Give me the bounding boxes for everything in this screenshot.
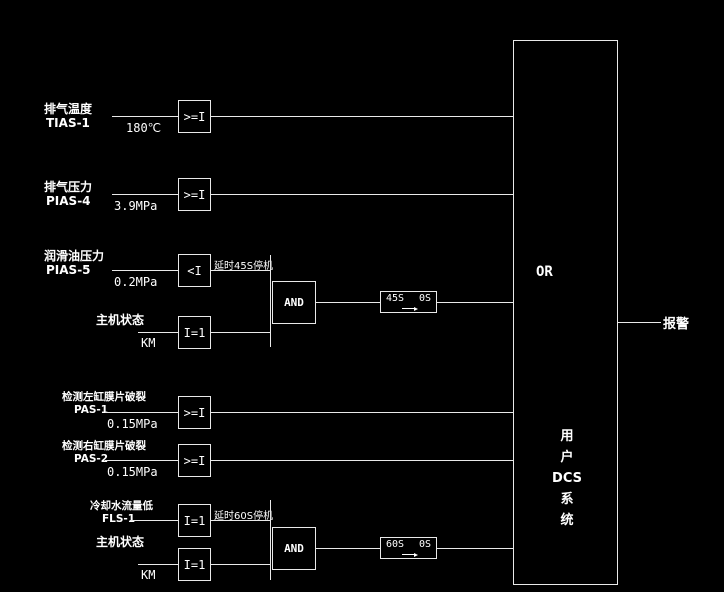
- exhaust-temp-tag: TIAS-1: [46, 116, 90, 130]
- alarm-output-label: 报警: [663, 317, 690, 332]
- engine-state-2-gate: I=1: [178, 548, 211, 581]
- dcs-label-line-2: 户: [560, 450, 574, 465]
- wire-and2-to-timer2: [316, 548, 380, 549]
- cooling-water-name: 冷却水流量低: [90, 500, 153, 512]
- lube-oil-press-label: 润滑油压力 PIAS-5: [44, 249, 104, 277]
- lube-oil-press-tag: PIAS-5: [46, 263, 91, 277]
- wire-engine-state-1-in: [138, 332, 178, 333]
- lube-oil-press-name: 润滑油压力: [44, 249, 105, 263]
- and2-input-bus: [270, 500, 271, 580]
- right-diaphragm-value: 0.15MPa: [107, 465, 158, 479]
- wire-engine-state-2-to-and2: [210, 564, 270, 565]
- delay-note-60s: 延时60S停机: [214, 511, 274, 522]
- wire-right-diaphragm-to-or: [210, 460, 513, 461]
- or-dcs-box: [513, 40, 618, 585]
- exhaust-press-value: 3.9MPa: [114, 199, 158, 213]
- delay-note-45s: 延时45S停机: [214, 261, 274, 272]
- and1-input-bus: [270, 255, 271, 347]
- timer2-block: 60S 0S: [380, 537, 437, 559]
- cooling-water-label: 冷却水流量低 FLS-1: [90, 500, 153, 526]
- engine-state-1-gate: I=1: [178, 316, 211, 349]
- timer1-pulse-icon: [401, 304, 418, 311]
- left-diaphragm-label: 检测左缸膜片破裂 PAS-1: [62, 391, 146, 417]
- exhaust-temp-label: 排气温度 TIAS-1: [44, 102, 92, 130]
- dcs-label-line-1: 用: [560, 429, 574, 444]
- timer2-pulse-icon: [401, 550, 418, 557]
- and1-gate: AND: [272, 281, 316, 324]
- timer1-off-delay: 0S: [418, 293, 431, 304]
- right-diaphragm-gate: >=I: [178, 444, 211, 477]
- wire-left-diaphragm-to-or: [210, 412, 513, 413]
- dcs-label-line-4: 系: [560, 492, 574, 507]
- wire-engine-state-1-to-and1: [210, 332, 270, 333]
- timer1-block: 45S 0S: [380, 291, 437, 313]
- wire-timer1-to-or: [437, 302, 513, 303]
- timer2-on-delay: 60S: [386, 539, 405, 550]
- wire-exhaust-temp-in: [112, 116, 178, 117]
- wire-exhaust-temp-to-or: [210, 116, 513, 117]
- dcs-label-line-3: DCS: [552, 471, 582, 486]
- right-diaphragm-tag: PAS-2: [74, 453, 109, 465]
- cooling-water-tag: FLS-1: [102, 513, 136, 525]
- lube-oil-press-gate: <I: [178, 254, 211, 287]
- right-diaphragm-label: 检测右缸膜片破裂 PAS-2: [62, 440, 146, 466]
- engine-state-1-label: 主机状态: [96, 313, 145, 327]
- timer1-on-delay: 45S: [386, 293, 405, 304]
- wire-and1-to-timer1: [316, 302, 380, 303]
- exhaust-temp-value: 180℃: [126, 121, 162, 135]
- wire-exhaust-press-to-or: [210, 194, 513, 195]
- wire-right-diaphragm-in: [105, 460, 178, 461]
- wire-or-to-alarm: [618, 322, 661, 323]
- wire-left-diaphragm-in: [105, 412, 178, 413]
- wire-cooling-water-in: [130, 520, 178, 521]
- user-dcs-system-label: 用 户 DCS 系 统: [545, 426, 589, 531]
- left-diaphragm-name: 检测左缸膜片破裂: [62, 391, 146, 403]
- right-diaphragm-name: 检测右缸膜片破裂: [62, 440, 146, 452]
- engine-state-2-label: 主机状态: [96, 535, 145, 549]
- wire-timer2-to-or: [437, 548, 513, 549]
- wire-cooling-water-to-and2: [210, 520, 270, 521]
- lube-oil-press-value: 0.2MPa: [114, 275, 158, 289]
- wire-exhaust-press-in: [112, 194, 178, 195]
- timer2-off-delay: 0S: [418, 539, 431, 550]
- exhaust-temp-gate: >=I: [178, 100, 211, 133]
- engine-state-1-value: KM: [141, 336, 156, 350]
- engine-state-2-value: KM: [141, 568, 156, 582]
- and2-gate: AND: [272, 527, 316, 570]
- exhaust-press-name: 排气压力: [44, 180, 93, 194]
- left-diaphragm-value: 0.15MPa: [107, 417, 158, 431]
- exhaust-press-gate: >=I: [178, 178, 211, 211]
- cooling-water-gate: I=1: [178, 504, 211, 537]
- wire-lube-oil-to-and1: [210, 270, 270, 271]
- wire-lube-oil-in: [112, 270, 178, 271]
- exhaust-press-label: 排气压力 PIAS-4: [44, 180, 92, 208]
- exhaust-press-tag: PIAS-4: [46, 194, 91, 208]
- wire-engine-state-2-in: [138, 564, 178, 565]
- left-diaphragm-tag: PAS-1: [74, 404, 109, 416]
- or-gate-label: OR: [536, 264, 553, 280]
- exhaust-temp-name: 排气温度: [44, 102, 93, 116]
- left-diaphragm-gate: >=I: [178, 396, 211, 429]
- dcs-label-line-5: 统: [560, 513, 574, 528]
